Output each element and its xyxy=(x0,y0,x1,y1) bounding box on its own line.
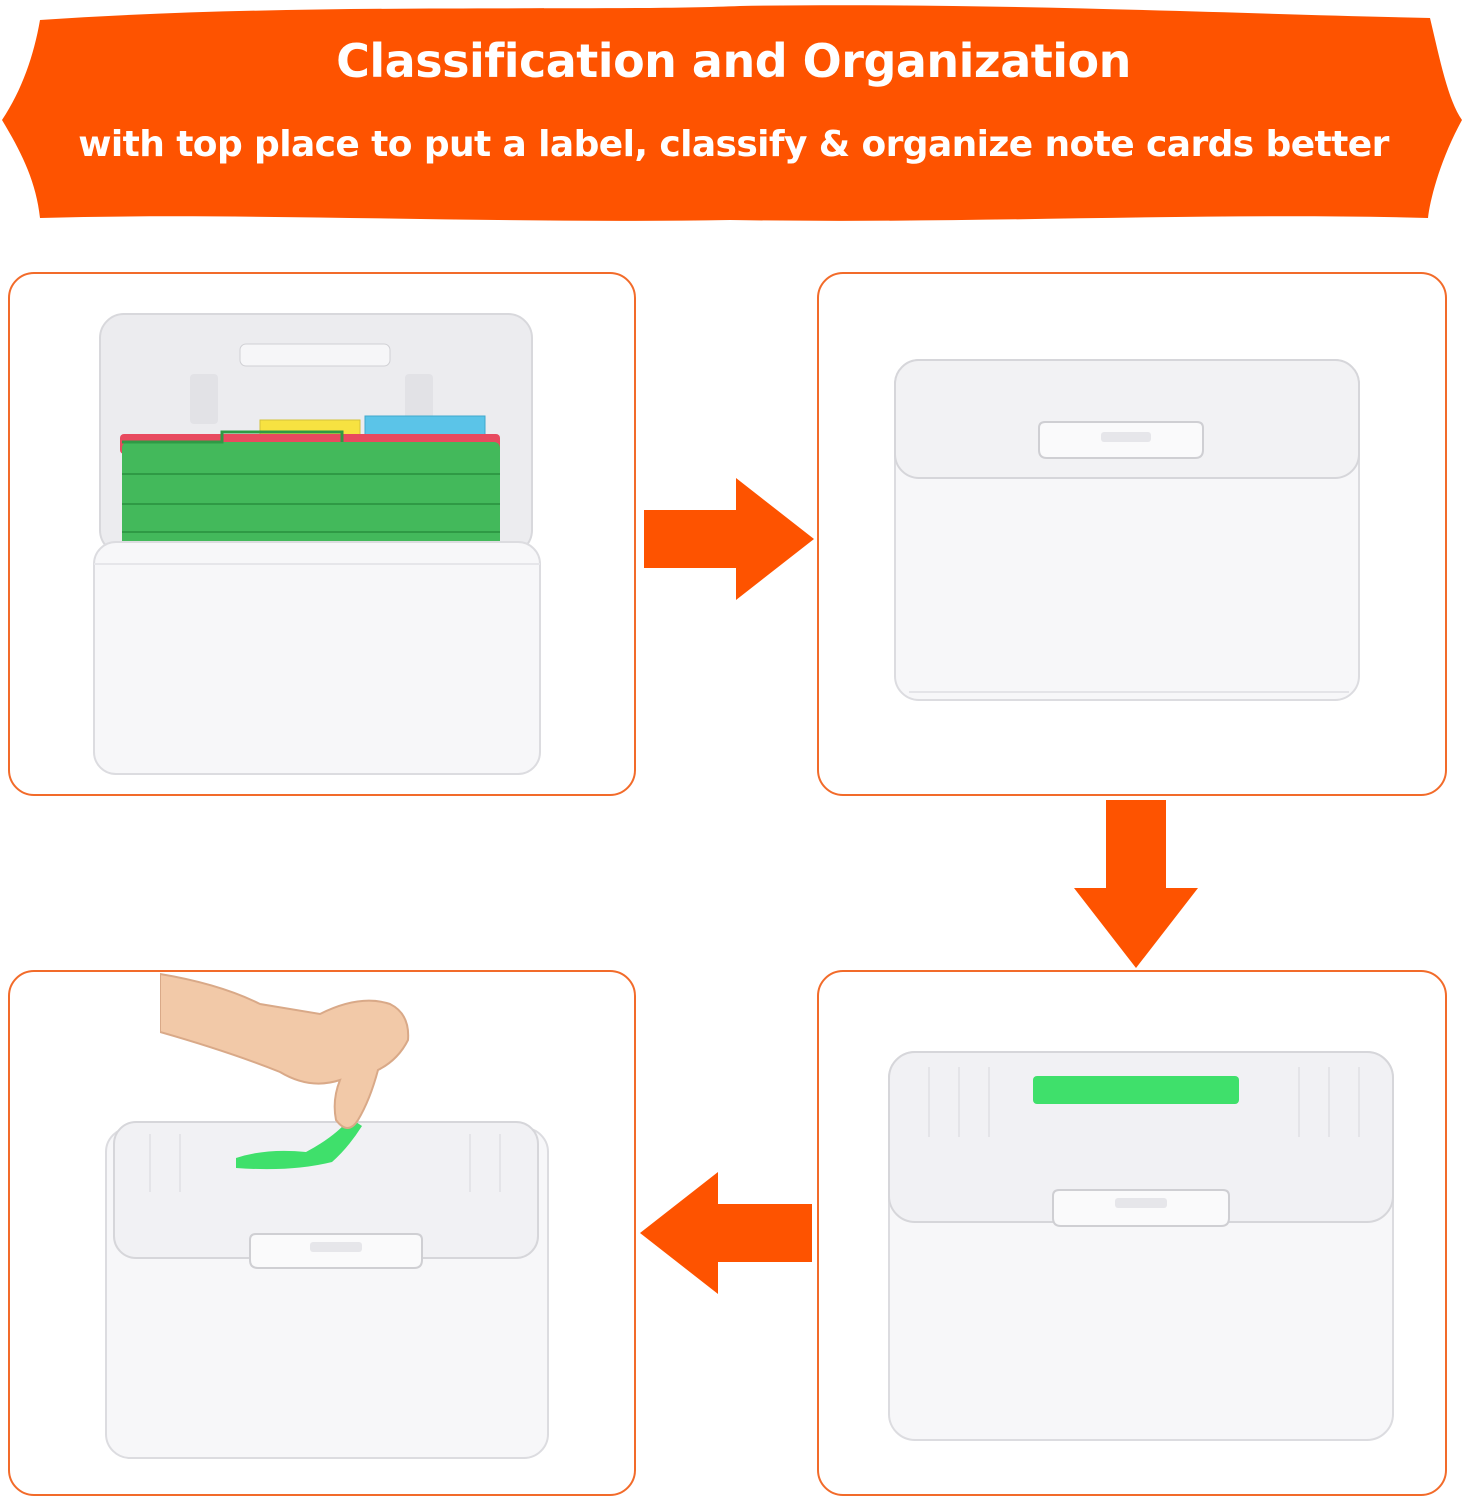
step-panel-open-box xyxy=(8,272,636,796)
box-with-green-label-illustration xyxy=(888,1051,1394,1441)
banner-ribbon-shape xyxy=(2,5,1462,221)
page-subtitle: with top place to put a label, classify … xyxy=(78,124,1389,165)
step-panel-labeled-box xyxy=(817,970,1447,1496)
left-arrow-icon xyxy=(640,1172,812,1294)
right-arrow-icon xyxy=(644,478,814,600)
down-arrow-icon xyxy=(1074,800,1198,968)
page-title: Classification and Organization xyxy=(336,34,1131,88)
header-banner: Classification and Organization with top… xyxy=(0,0,1467,230)
hand-illustration xyxy=(160,972,410,1129)
applying-label-illustration xyxy=(105,1118,549,1459)
closed-box-illustration xyxy=(894,359,1360,701)
step-panel-closed-box xyxy=(817,272,1447,796)
open-box-with-cards-illustration xyxy=(93,313,541,775)
